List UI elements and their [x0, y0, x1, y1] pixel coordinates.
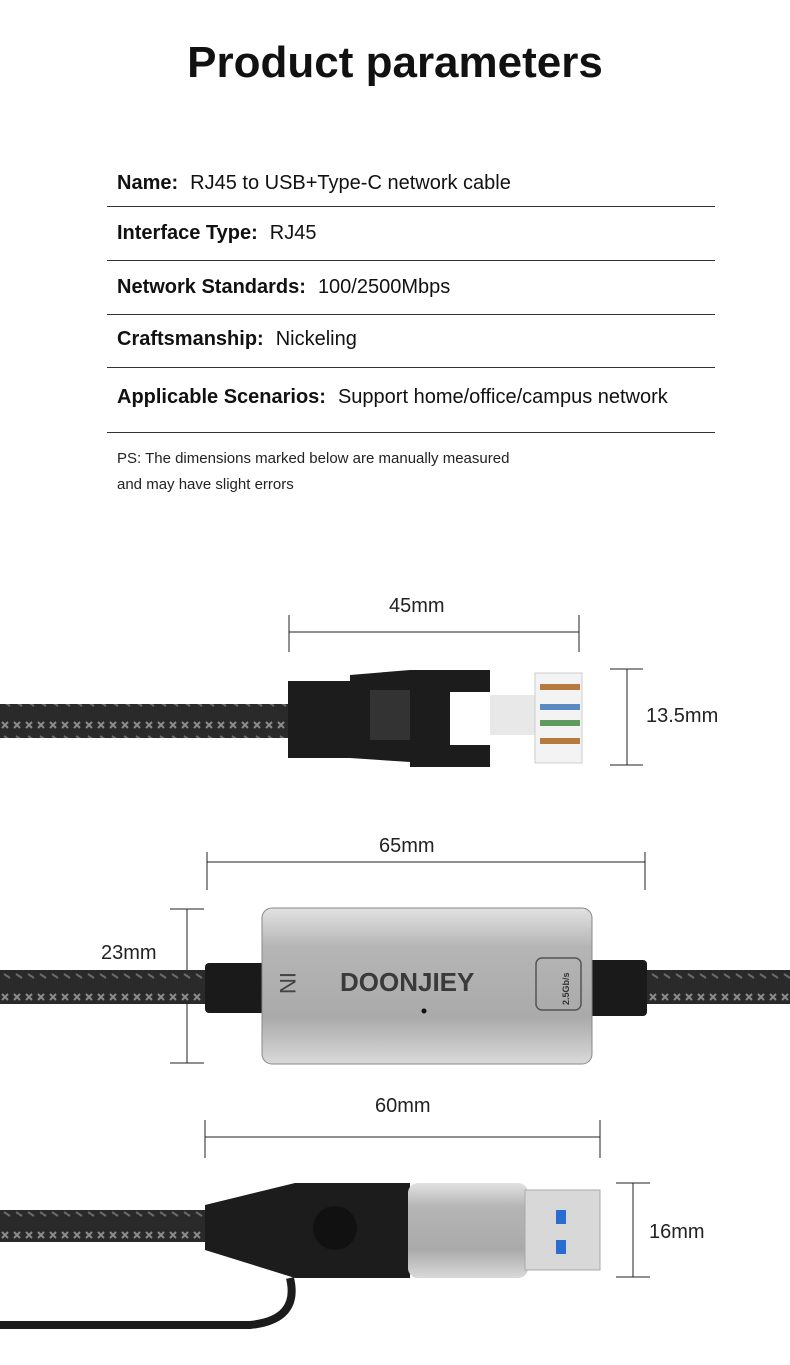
brand-logo: DOONJIEY	[340, 967, 475, 997]
adapter-height-label: 23mm	[101, 942, 157, 964]
adapter-body	[0, 907, 790, 1065]
param-key: Craftsmanship:	[117, 328, 264, 350]
port-label: IN	[275, 972, 300, 994]
param-row-scenarios: Applicable Scenarios: Support home/office…	[107, 386, 715, 433]
param-key: Applicable Scenarios:	[117, 386, 326, 408]
usb-connector	[0, 1183, 601, 1329]
note-line-1: PS: The dimensions marked below are manu…	[117, 450, 510, 467]
rj45-length-label: 45mm	[389, 595, 445, 617]
param-value: 100/2500Mbps	[317, 276, 451, 298]
rj45-connector	[0, 670, 583, 767]
param-row-name: Name: RJ45 to USB+Type-C network cable	[107, 172, 715, 207]
speed-badge: 2.5Gb/s	[561, 972, 571, 1005]
param-value: RJ45	[269, 222, 317, 244]
param-row-craftsmanship: Craftsmanship: Nickeling	[107, 328, 715, 368]
param-value: Nickeling	[275, 328, 357, 350]
param-value: RJ45 to USB+Type-C network cable	[190, 172, 511, 194]
usb-length-label: 60mm	[375, 1095, 431, 1117]
param-row-standards: Network Standards: 100/2500Mbps	[107, 276, 715, 315]
param-row-interface: Interface Type: RJ45	[107, 222, 715, 261]
page-title: Product parameters	[187, 38, 603, 87]
param-key: Network Standards:	[117, 276, 306, 298]
note-line-2: and may have slight errors	[117, 476, 294, 493]
param-key: Name:	[117, 172, 179, 194]
adapter-length-label: 65mm	[379, 835, 435, 857]
usb-height-label: 16mm	[649, 1221, 705, 1243]
param-value: Support home/office/campus network	[337, 386, 668, 408]
param-key: Interface Type:	[117, 222, 258, 244]
rj45-height-label: 13.5mm	[646, 705, 719, 727]
